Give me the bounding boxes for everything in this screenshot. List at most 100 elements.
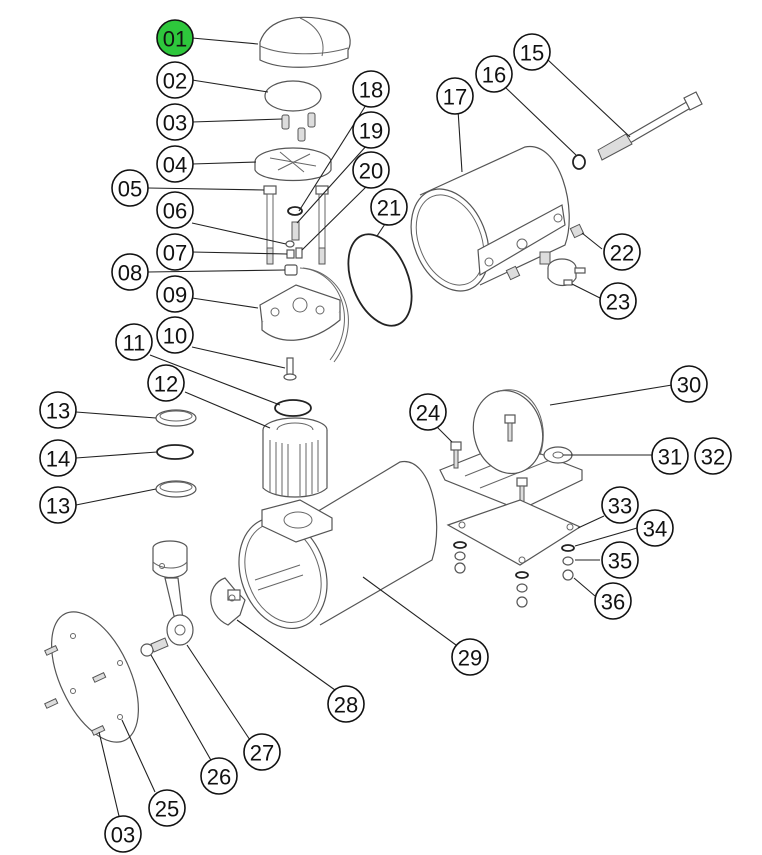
callout-13-lower[interactable]: 13 bbox=[39, 486, 77, 524]
callout-label: 17 bbox=[443, 85, 467, 110]
callout-label: 27 bbox=[250, 741, 274, 766]
callout-07[interactable]: 07 bbox=[156, 233, 194, 271]
leader-lines bbox=[75, 37, 673, 817]
callout-35[interactable]: 35 bbox=[601, 541, 639, 579]
part-thermal-switch bbox=[539, 251, 586, 287]
callout-label: 06 bbox=[163, 199, 187, 224]
callout-label: 18 bbox=[359, 78, 383, 103]
callout-label: 26 bbox=[207, 765, 231, 790]
part-head-oring bbox=[274, 399, 312, 417]
part-washer bbox=[572, 154, 586, 170]
callout-13-upper[interactable]: 13 bbox=[39, 391, 77, 429]
part-counterweight bbox=[210, 577, 246, 626]
callout-label: 12 bbox=[154, 372, 178, 397]
part-piston-rod bbox=[152, 540, 194, 646]
callout-label: 11 bbox=[123, 331, 146, 356]
callout-14[interactable]: 14 bbox=[39, 439, 77, 477]
callout-12[interactable]: 12 bbox=[147, 364, 185, 402]
callout-label: 21 bbox=[377, 196, 401, 221]
callout-03-bottom[interactable]: 03 bbox=[104, 815, 142, 853]
callout-label: 31 bbox=[658, 445, 682, 470]
callout-label: 04 bbox=[163, 153, 187, 178]
part-fitting bbox=[284, 264, 298, 276]
callout-32[interactable]: 32 bbox=[694, 437, 732, 475]
callout-04[interactable]: 04 bbox=[156, 145, 194, 183]
callout-26[interactable]: 26 bbox=[200, 757, 238, 795]
callout-22[interactable]: 22 bbox=[603, 233, 641, 271]
part-top-screws bbox=[281, 112, 316, 142]
callout-34[interactable]: 34 bbox=[636, 509, 674, 547]
part-housing-gasket bbox=[347, 233, 413, 327]
part-long-bolts bbox=[263, 185, 329, 265]
callout-02[interactable]: 02 bbox=[156, 61, 194, 99]
callout-28[interactable]: 28 bbox=[327, 685, 365, 723]
callout-label: 22 bbox=[610, 241, 634, 266]
callout-label: 33 bbox=[608, 494, 632, 519]
callout-03-top[interactable]: 03 bbox=[156, 103, 194, 141]
part-mount-assembly bbox=[439, 389, 583, 608]
callout-19[interactable]: 19 bbox=[352, 111, 390, 149]
callout-label: 23 bbox=[606, 290, 630, 315]
callout-label: 25 bbox=[155, 797, 179, 822]
callout-label: 13 bbox=[46, 494, 70, 519]
part-finned-cylinder bbox=[262, 417, 328, 498]
callout-label: 05 bbox=[118, 177, 142, 202]
part-through-bolt bbox=[597, 91, 703, 161]
callouts: 01 02 03 04 05 06 07 08 09 10 11 12 13 1… bbox=[39, 19, 732, 853]
part-pin bbox=[283, 357, 297, 381]
callout-18[interactable]: 18 bbox=[352, 70, 390, 108]
callout-20[interactable]: 20 bbox=[352, 151, 390, 189]
callout-label: 03 bbox=[163, 111, 187, 136]
part-cylinder-head bbox=[259, 267, 349, 363]
callout-label: 14 bbox=[46, 447, 70, 472]
callout-09[interactable]: 09 bbox=[156, 275, 194, 313]
callout-17[interactable]: 17 bbox=[436, 77, 474, 115]
part-set-screws bbox=[505, 223, 585, 281]
callout-label: 32 bbox=[701, 445, 725, 470]
parts-drawing bbox=[44, 16, 703, 743]
callout-10[interactable]: 10 bbox=[156, 316, 194, 354]
callout-05[interactable]: 05 bbox=[111, 169, 149, 207]
callout-label: 35 bbox=[608, 549, 632, 574]
part-valve-stack bbox=[285, 206, 303, 259]
callout-label: 03 bbox=[111, 823, 135, 848]
callout-label: 36 bbox=[601, 590, 625, 615]
callout-08[interactable]: 08 bbox=[111, 253, 149, 291]
callout-01[interactable]: 01 bbox=[156, 19, 194, 57]
part-filter-disc bbox=[264, 80, 322, 112]
callout-label: 24 bbox=[416, 401, 440, 426]
part-top-cover bbox=[259, 16, 351, 68]
callout-21[interactable]: 21 bbox=[370, 188, 408, 226]
callout-label: 29 bbox=[458, 646, 482, 671]
callout-15[interactable]: 15 bbox=[513, 33, 551, 71]
callout-label: 02 bbox=[163, 69, 187, 94]
callout-30[interactable]: 30 bbox=[670, 365, 708, 403]
callout-label: 28 bbox=[334, 693, 358, 718]
callout-label: 34 bbox=[643, 517, 667, 542]
callout-33[interactable]: 33 bbox=[601, 486, 639, 524]
callout-11[interactable]: 11 bbox=[115, 323, 153, 361]
part-piston-rings bbox=[155, 409, 197, 498]
callout-29[interactable]: 29 bbox=[451, 638, 489, 676]
part-filter-housing bbox=[254, 147, 332, 182]
callout-label: 01 bbox=[163, 27, 187, 52]
callout-24[interactable]: 24 bbox=[409, 393, 447, 431]
callout-label: 15 bbox=[520, 41, 544, 66]
callout-31[interactable]: 31 bbox=[651, 437, 689, 475]
callout-16[interactable]: 16 bbox=[475, 55, 513, 93]
callout-06[interactable]: 06 bbox=[156, 191, 194, 229]
callout-label: 08 bbox=[118, 261, 142, 286]
part-motor-housing bbox=[410, 146, 570, 292]
part-end-cover bbox=[44, 611, 139, 743]
callout-label: 16 bbox=[482, 63, 506, 88]
callout-25[interactable]: 25 bbox=[148, 789, 186, 827]
callout-27[interactable]: 27 bbox=[243, 733, 281, 771]
callout-label: 10 bbox=[163, 324, 187, 349]
callout-36[interactable]: 36 bbox=[594, 582, 632, 620]
callout-label: 09 bbox=[163, 283, 187, 308]
callout-label: 20 bbox=[359, 159, 383, 184]
callout-label: 07 bbox=[163, 241, 187, 266]
part-cap-screw bbox=[140, 637, 169, 657]
callout-23[interactable]: 23 bbox=[599, 282, 637, 320]
